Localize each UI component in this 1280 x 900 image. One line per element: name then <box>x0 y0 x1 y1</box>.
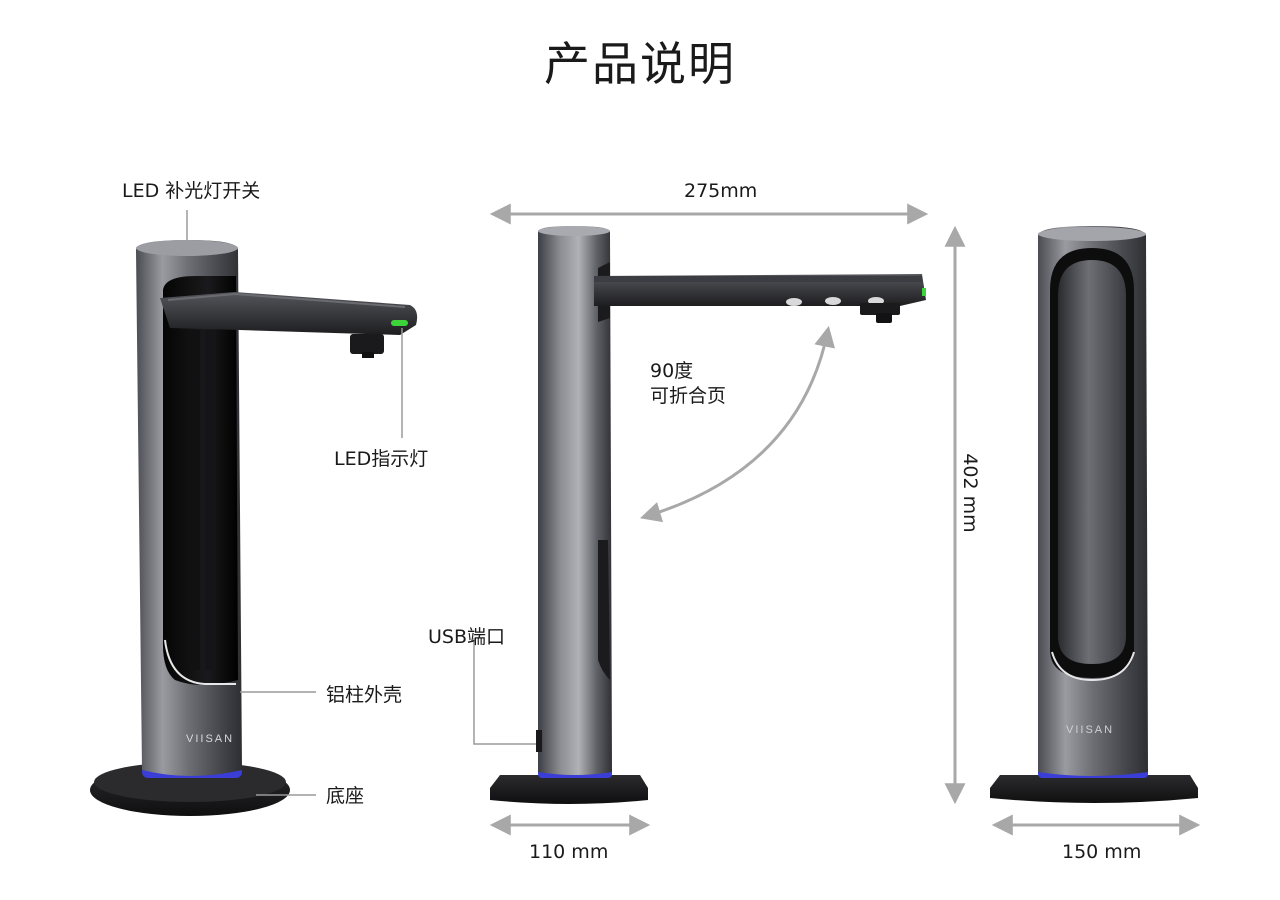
right-front-panel <box>1058 260 1126 664</box>
usb-callout-line <box>473 638 536 745</box>
aluminum-shell-label: 铝柱外壳 <box>326 684 403 706</box>
middle-fill-light-2 <box>825 297 841 305</box>
height-402-label: 402 mm <box>959 453 981 533</box>
middle-usb-port <box>536 730 542 752</box>
middle-camera-head <box>860 303 900 315</box>
hinge-label-line2: 可折合页 <box>650 385 727 407</box>
middle-product-view <box>473 203 929 836</box>
right-product-view: VIISAN <box>990 226 1201 836</box>
middle-aluminum-column <box>538 226 612 775</box>
left-led-indicator-light <box>391 320 408 326</box>
right-base <box>990 775 1198 803</box>
left-camera-head <box>350 334 384 354</box>
middle-fill-light-1 <box>786 298 802 306</box>
usb-port-label: USB端口 <box>428 626 506 648</box>
base-label: 底座 <box>326 785 365 807</box>
width-275-label: 275mm <box>684 180 758 202</box>
middle-led-indicator-light <box>922 288 926 296</box>
width-150-label: 150 mm <box>1062 841 1142 863</box>
left-product-view: VIISAN <box>90 210 418 816</box>
hinge-rotation-arrow <box>639 325 835 523</box>
page-title: 产品说明 <box>544 37 736 91</box>
hinge-label-line1: 90度 <box>650 360 694 382</box>
middle-base <box>490 775 648 804</box>
left-column-slot <box>162 275 238 685</box>
width-110-label: 110 mm <box>529 841 609 863</box>
led-indicator-label: LED指示灯 <box>334 448 429 470</box>
left-logo: VIISAN <box>186 733 234 745</box>
led-switch-label: LED 补光灯开关 <box>122 180 261 202</box>
right-logo: VIISAN <box>1066 724 1114 736</box>
